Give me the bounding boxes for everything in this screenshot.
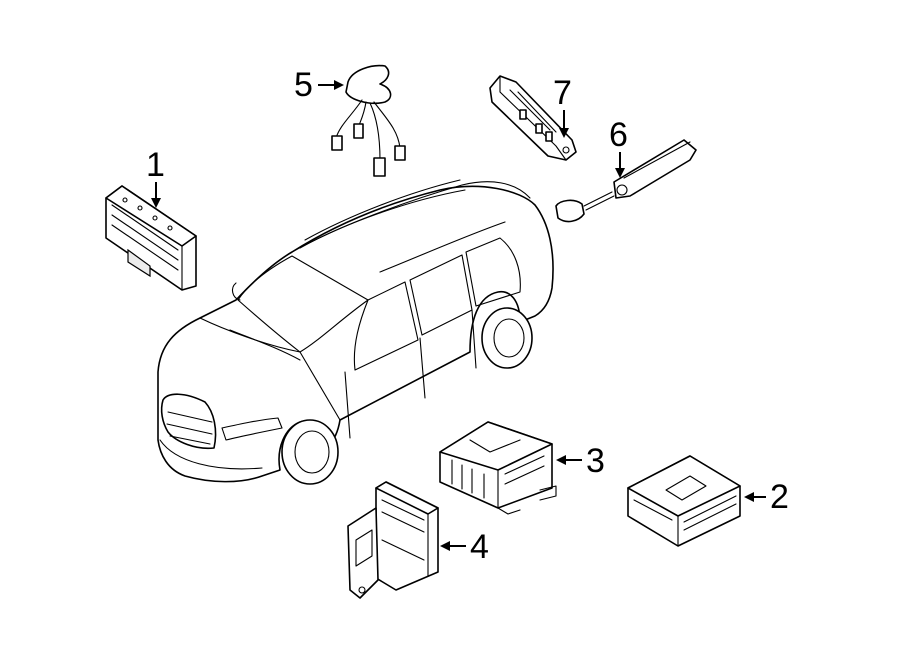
part-4-bracket-module [347, 481, 439, 599]
callout-arrows [151, 80, 766, 551]
part-3-module-box [439, 421, 557, 515]
part-6-antenna-cable [555, 139, 697, 223]
callout-2: 2 [770, 478, 789, 516]
part-5-antenna [331, 64, 406, 177]
callout-6: 6 [609, 116, 628, 154]
part-2-media-unit [627, 455, 741, 547]
callout-7: 7 [553, 74, 572, 112]
callout-1: 1 [146, 146, 165, 184]
part-1-control-module [105, 185, 197, 291]
vehicle-illustration [157, 179, 554, 485]
callout-5: 5 [294, 66, 313, 104]
callout-4: 4 [470, 528, 489, 566]
part-7-amplifier [489, 75, 577, 161]
callout-3: 3 [586, 442, 605, 480]
